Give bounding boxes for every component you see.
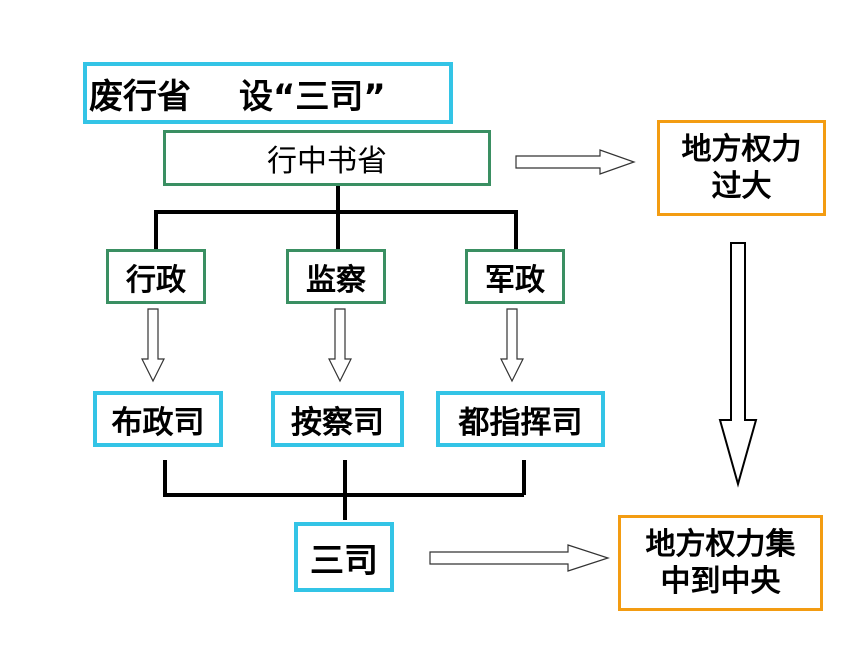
- big-down-arrow: [718, 242, 758, 488]
- level2-node-buzhengsi: 布政司: [93, 391, 223, 447]
- down-arrow-1: [141, 308, 165, 383]
- bottom-tree-connectors: [163, 460, 526, 520]
- title-left: 废行省: [89, 76, 191, 117]
- outcome-before: 地方权力 过大: [657, 120, 826, 216]
- level1-node-xingzheng: 行政: [106, 249, 206, 304]
- bottom-node: 三司: [294, 522, 394, 592]
- down-arrow-2: [328, 308, 352, 383]
- outcome-after-text: 地方权力集 中到中央: [645, 526, 796, 600]
- top-tree-connectors: [154, 186, 518, 250]
- title-box: 废行省 设“三司”: [83, 62, 453, 124]
- right-arrow-top: [515, 149, 636, 175]
- level1-node-jiancha: 监察: [286, 249, 386, 304]
- outcome-after: 地方权力集 中到中央: [618, 515, 823, 611]
- level1-node-junzheng: 军政: [465, 249, 565, 304]
- right-arrow-bottom: [429, 544, 610, 572]
- right-arrows: [429, 149, 636, 572]
- level2-node-anchasi: 按察司: [271, 391, 404, 447]
- level2-node-duzhihuisi: 都指挥司: [436, 391, 605, 447]
- title-right: 设“三司”: [239, 76, 386, 117]
- down-arrow-3: [500, 308, 524, 383]
- down-arrows: [141, 308, 524, 383]
- top-node: 行中书省: [163, 130, 491, 186]
- outcome-before-text: 地方权力 过大: [681, 131, 802, 205]
